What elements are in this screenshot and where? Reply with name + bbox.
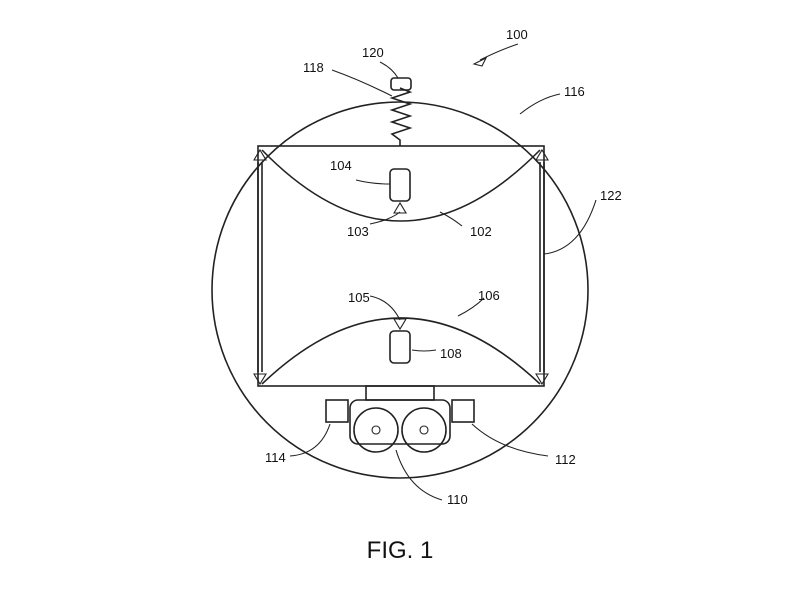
- label-103: 103: [347, 224, 369, 239]
- label-114: 114: [265, 450, 286, 465]
- frame: [258, 146, 544, 386]
- side-rods-122: [254, 150, 548, 384]
- spring-118: [392, 88, 410, 146]
- label-100: 100: [506, 27, 528, 42]
- camera-108: [390, 331, 410, 363]
- drive-housing: [350, 400, 450, 444]
- lens-105: [394, 319, 406, 329]
- label-120: 120: [362, 45, 384, 60]
- label-104: 104: [330, 158, 352, 173]
- label-105: 105: [348, 290, 370, 305]
- label-102: 102: [470, 224, 492, 239]
- figure-caption: FIG. 1: [367, 537, 434, 564]
- label-106: 106: [478, 288, 500, 303]
- label-108: 108: [440, 346, 462, 361]
- label-116: 116: [564, 84, 585, 99]
- upper-reflector-102: [262, 150, 540, 221]
- label-118: 118: [303, 60, 324, 75]
- label-110: 110: [447, 492, 468, 507]
- wheels-110: [354, 408, 446, 452]
- drive-mount: [366, 386, 434, 400]
- label-122: 122: [600, 188, 622, 203]
- lens-103: [394, 203, 406, 213]
- leader-lines: [290, 44, 596, 500]
- sensor-112: [452, 400, 474, 422]
- camera-104: [390, 169, 410, 201]
- sensor-114: [326, 400, 348, 422]
- label-112: 112: [555, 452, 576, 467]
